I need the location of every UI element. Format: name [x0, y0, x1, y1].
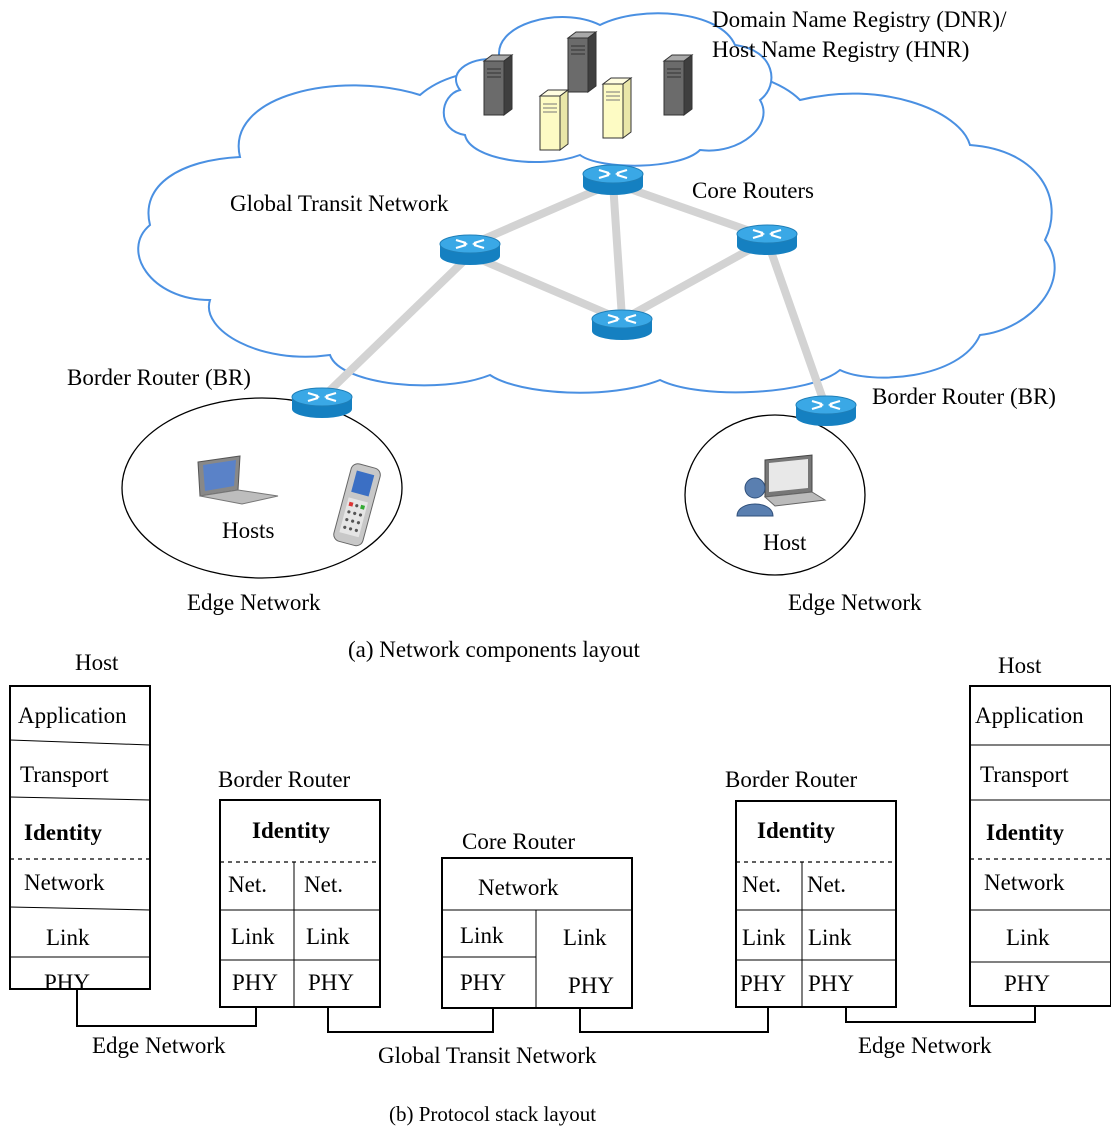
laptop-icon [197, 455, 279, 505]
br-left-link-a: Link [231, 924, 275, 949]
br-left-phy-a: PHY [232, 970, 278, 995]
edge-network-right-connector [845, 1006, 1036, 1023]
border-router-left-title: Border Router [218, 767, 351, 792]
server-icon [539, 89, 569, 151]
host-left-layer-transport: Transport [20, 762, 109, 787]
host-right-layer-link: Link [1006, 925, 1050, 950]
core-link-a: Link [460, 923, 504, 948]
core-phy-a: PHY [460, 970, 506, 995]
br-left-link-b: Link [306, 924, 350, 949]
router-icon [735, 223, 799, 257]
global-transit-left-connector [327, 1007, 494, 1033]
core-router-stack [441, 857, 633, 1009]
host-right-layer-phy: PHY [1004, 971, 1050, 996]
core-router-title: Core Router [462, 829, 575, 854]
host-right-title: Host [998, 653, 1042, 678]
edge-network-left-label: Edge Network [187, 590, 321, 615]
edge-network-left-connector [76, 989, 257, 1027]
registry-label-line2: Host Name Registry (HNR) [712, 37, 969, 62]
host-right-layer-transport: Transport [980, 762, 1069, 787]
server-icon [663, 54, 693, 116]
host-left-title: Host [75, 650, 119, 675]
server-icon [602, 77, 632, 139]
host-label: Host [763, 530, 807, 555]
core-routers-label: Core Routers [692, 178, 814, 203]
router-icon [290, 386, 354, 420]
border-router-right-stack [735, 800, 897, 1008]
caption-b: (b) Protocol stack layout [389, 1102, 596, 1126]
router-icon [438, 233, 502, 267]
global-transit-label: Global Transit Network [230, 191, 449, 216]
global-transit-bottom-label: Global Transit Network [378, 1043, 597, 1068]
host-right-stack [969, 685, 1111, 1007]
server-icon [567, 31, 597, 93]
br-left-phy-b: PHY [308, 970, 354, 995]
registry-label-line1: Domain Name Registry (DNR)/ [712, 7, 1007, 32]
border-router-left-stack [219, 799, 381, 1008]
border-router-right-title: Border Router [725, 767, 858, 792]
br-left-net-a: Net. [228, 872, 267, 897]
core-phy-b: PHY [568, 973, 614, 998]
mobile-phone-icon [333, 463, 381, 547]
br-left-identity: Identity [252, 818, 330, 843]
host-left-layer-application: Application [18, 703, 127, 728]
router-icon [581, 163, 645, 197]
edge-network-left-bottom-label: Edge Network [92, 1033, 226, 1058]
br-left-net-b: Net. [304, 872, 343, 897]
edge-network-left-ellipse [121, 397, 403, 579]
host-right-layer-application: Application [975, 703, 1084, 728]
host-left-layer-link: Link [46, 925, 90, 950]
router-links [316, 179, 829, 409]
border-router-left-label: Border Router (BR) [67, 365, 251, 390]
border-router-right-label: Border Router (BR) [872, 384, 1056, 409]
router-icon [590, 308, 654, 342]
user-laptop-icon [736, 454, 827, 517]
global-transit-right-connector [579, 1007, 769, 1033]
host-right-layer-identity: Identity [986, 820, 1064, 845]
br-right-phy-b: PHY [808, 971, 854, 996]
core-link-b: Link [563, 925, 607, 950]
host-left-layer-identity: Identity [24, 820, 102, 845]
edge-network-right-label: Edge Network [788, 590, 922, 615]
hosts-label: Hosts [222, 518, 274, 543]
br-right-identity: Identity [757, 818, 835, 843]
host-left-layer-phy: PHY [44, 970, 90, 995]
server-icon [483, 54, 513, 116]
br-right-net-b: Net. [807, 872, 846, 897]
core-network: Network [478, 875, 559, 900]
host-left-layer-network: Network [24, 870, 105, 895]
router-icon [794, 394, 858, 428]
br-right-phy-a: PHY [740, 971, 786, 996]
br-right-link-b: Link [808, 925, 852, 950]
edge-network-right-bottom-label: Edge Network [858, 1033, 992, 1058]
br-right-net-a: Net. [742, 872, 781, 897]
host-right-layer-network: Network [984, 870, 1065, 895]
br-right-link-a: Link [742, 925, 786, 950]
host-left-stack [9, 685, 151, 990]
caption-a: (a) Network components layout [348, 637, 641, 662]
